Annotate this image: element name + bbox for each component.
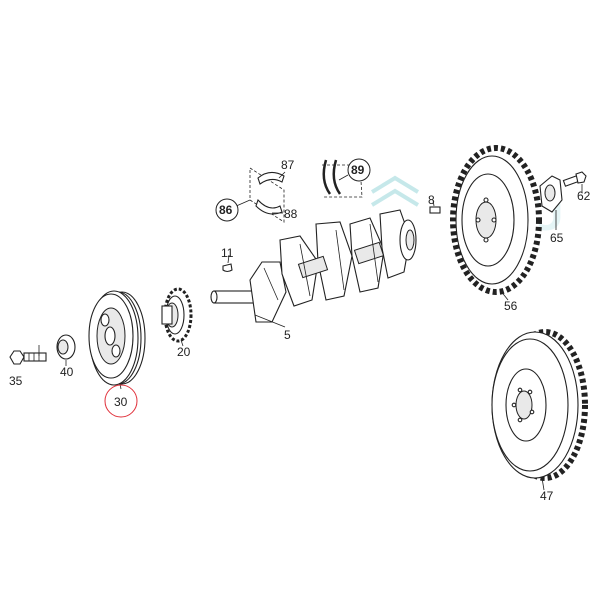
bearing-shell-88[interactable] [255,198,283,215]
part-label-8[interactable]: 8 [428,193,435,207]
bolt-62[interactable] [562,171,587,187]
part-label-56[interactable]: 56 [504,299,518,313]
part-label-89[interactable]: 89 [351,163,365,177]
leader-lines [38,174,583,491]
part-label-40[interactable]: 40 [60,365,74,379]
part-label-62[interactable]: 62 [577,189,591,203]
part-label-87[interactable]: 87 [281,158,295,172]
adapter-plate-65[interactable] [539,175,563,213]
callout-circle-86 [215,198,239,222]
sprocket-20[interactable] [161,287,193,343]
part-label-20[interactable]: 20 [177,345,191,359]
part-label-65[interactable]: 65 [550,231,564,245]
bolt-35[interactable] [9,350,47,365]
part-label-47[interactable]: 47 [540,489,554,503]
part-label-86[interactable]: 86 [219,203,233,217]
crankshaft-5[interactable] [210,209,417,323]
part-label-5[interactable]: 5 [284,328,291,342]
pulley-30[interactable] [88,290,146,386]
callout-circle-89 [347,158,371,182]
callout-circle-30-highlight [104,384,138,418]
part-label-11[interactable]: 11 [221,246,234,260]
flywheel-56[interactable] [450,145,542,295]
part-label-88[interactable]: 88 [284,207,298,221]
washer-40[interactable] [56,334,76,360]
dual-mass-flywheel-47[interactable] [491,329,588,481]
bearing-shell-87[interactable] [257,171,286,185]
thrust-washers-89[interactable] [322,159,363,198]
part-label-35[interactable]: 35 [9,374,23,388]
dowel-pin-8[interactable] [429,199,441,214]
woodruff-key-11[interactable] [222,254,233,273]
part-label-30[interactable]: 30 [114,395,128,409]
